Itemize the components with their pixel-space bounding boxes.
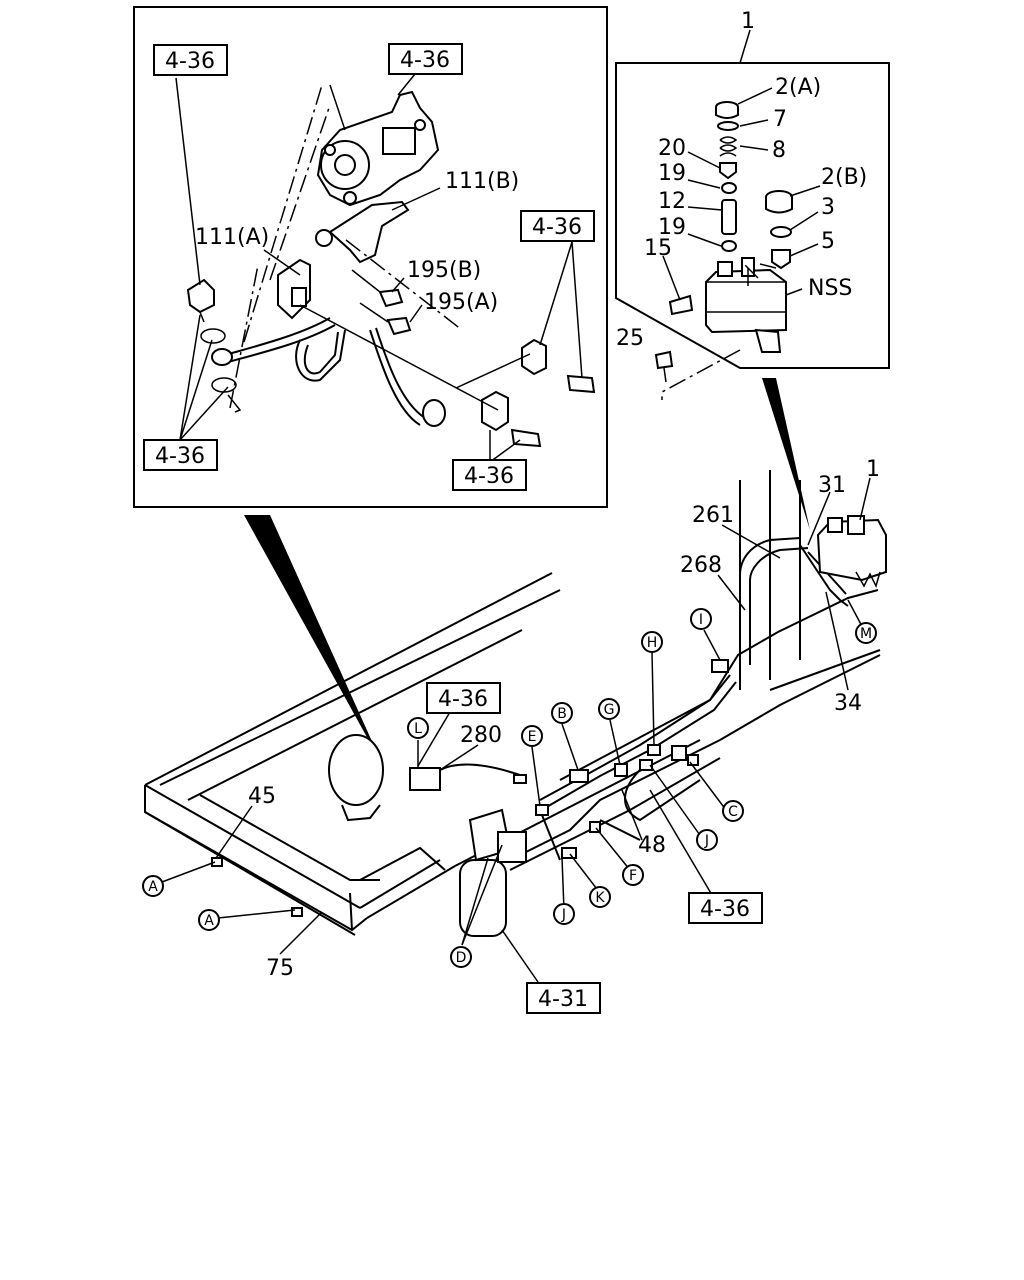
svg-text:F: F bbox=[629, 868, 637, 884]
label-280: 280 bbox=[460, 723, 502, 748]
banjo-bolt bbox=[186, 278, 226, 344]
label-2a: 2(A) bbox=[775, 75, 821, 100]
compressor bbox=[316, 90, 440, 207]
marker-m: M bbox=[855, 622, 877, 644]
label-15: 15 bbox=[644, 236, 672, 261]
marker-j1: J bbox=[696, 829, 718, 851]
label-1-main: 1 bbox=[866, 457, 880, 482]
marker-d: D bbox=[450, 946, 472, 968]
svg-text:C: C bbox=[728, 804, 738, 820]
inset-left-ref-2: 4-36 bbox=[388, 43, 463, 75]
inset-hoses bbox=[211, 317, 446, 427]
label-3: 3 bbox=[821, 195, 835, 220]
svg-text:4-31: 4-31 bbox=[538, 987, 588, 1012]
label-8: 8 bbox=[772, 138, 786, 163]
marker-c: C bbox=[722, 800, 744, 822]
inset-left-leaders bbox=[175, 73, 583, 463]
svg-text:D: D bbox=[456, 950, 467, 966]
inset-left-ref-3: 4-36 bbox=[520, 210, 595, 242]
svg-text:A: A bbox=[204, 913, 214, 929]
label-7: 7 bbox=[773, 107, 787, 132]
svg-text:4-36: 4-36 bbox=[464, 464, 514, 489]
marker-f: F bbox=[622, 864, 644, 886]
callout-wedges bbox=[244, 378, 810, 768]
inset-right-frame bbox=[615, 29, 890, 369]
marker-h: H bbox=[641, 631, 663, 653]
svg-text:J: J bbox=[704, 833, 709, 849]
svg-text:E: E bbox=[528, 729, 537, 745]
reservoir-main bbox=[816, 515, 887, 589]
svg-text:B: B bbox=[557, 706, 567, 722]
svg-text:K: K bbox=[595, 890, 605, 906]
label-195a: 195(A) bbox=[424, 290, 498, 315]
label-261: 261 bbox=[692, 503, 734, 528]
label-25: 25 bbox=[616, 326, 644, 351]
label-48: 48 bbox=[638, 833, 666, 858]
svg-text:4-36: 4-36 bbox=[165, 49, 215, 74]
bolt-195b bbox=[351, 269, 404, 308]
label-31: 31 bbox=[818, 473, 846, 498]
marker-a1: A bbox=[142, 875, 164, 897]
svg-text:I: I bbox=[699, 612, 703, 628]
main-ref-1: 4-36 bbox=[426, 682, 501, 714]
svg-text:M: M bbox=[860, 626, 872, 642]
label-268: 268 bbox=[680, 553, 722, 578]
marker-l: L bbox=[407, 717, 429, 739]
filter-tank bbox=[328, 734, 527, 937]
label-34: 34 bbox=[834, 691, 862, 716]
bracket-111b bbox=[315, 200, 410, 264]
label-195b: 195(B) bbox=[407, 258, 481, 283]
hose-fittings bbox=[211, 659, 729, 917]
bolt-195a bbox=[359, 302, 412, 336]
inset-left-ref-1: 4-36 bbox=[153, 44, 228, 76]
marker-a2: A bbox=[198, 909, 220, 931]
marker-k: K bbox=[589, 886, 611, 908]
label-19-lower: 19 bbox=[658, 215, 686, 240]
main-leaders bbox=[161, 477, 871, 983]
label-2b: 2(B) bbox=[821, 165, 867, 190]
marker-e: E bbox=[521, 725, 543, 747]
inset-left-ref-4: 4-36 bbox=[143, 439, 218, 471]
marker-j2: J bbox=[553, 903, 575, 925]
label-1-callout: 1 bbox=[741, 9, 755, 34]
inset-right-leaders bbox=[661, 87, 821, 400]
marker-i: I bbox=[690, 608, 712, 630]
svg-text:4-36: 4-36 bbox=[155, 444, 205, 469]
label-111a: 111(A) bbox=[195, 225, 269, 250]
main-ref-2: 4-36 bbox=[688, 892, 763, 924]
svg-text:G: G bbox=[604, 702, 615, 718]
svg-text:4-36: 4-36 bbox=[400, 48, 450, 73]
svg-text:J: J bbox=[561, 907, 566, 923]
label-45: 45 bbox=[248, 784, 276, 809]
label-20: 20 bbox=[658, 136, 686, 161]
label-75: 75 bbox=[266, 956, 294, 981]
label-111b: 111(B) bbox=[445, 169, 519, 194]
bracket-111a bbox=[277, 258, 311, 320]
inset-clamps bbox=[299, 304, 596, 448]
marker-g: G bbox=[598, 698, 620, 720]
svg-text:4-36: 4-36 bbox=[532, 215, 582, 240]
label-12: 12 bbox=[658, 189, 686, 214]
svg-text:H: H bbox=[647, 635, 658, 651]
svg-text:4-36: 4-36 bbox=[438, 687, 488, 712]
inset-left-ref-5: 4-36 bbox=[452, 459, 527, 491]
label-nss: NSS bbox=[808, 276, 852, 301]
label-19-upper: 19 bbox=[658, 161, 686, 186]
main-ref-3: 4-31 bbox=[526, 982, 601, 1014]
svg-text:L: L bbox=[414, 721, 422, 737]
svg-text:A: A bbox=[148, 879, 158, 895]
marker-b: B bbox=[551, 702, 573, 724]
svg-text:4-36: 4-36 bbox=[700, 897, 750, 922]
reservoir-parts bbox=[654, 101, 793, 383]
inset-left-frame bbox=[133, 6, 608, 508]
label-5: 5 bbox=[821, 229, 835, 254]
